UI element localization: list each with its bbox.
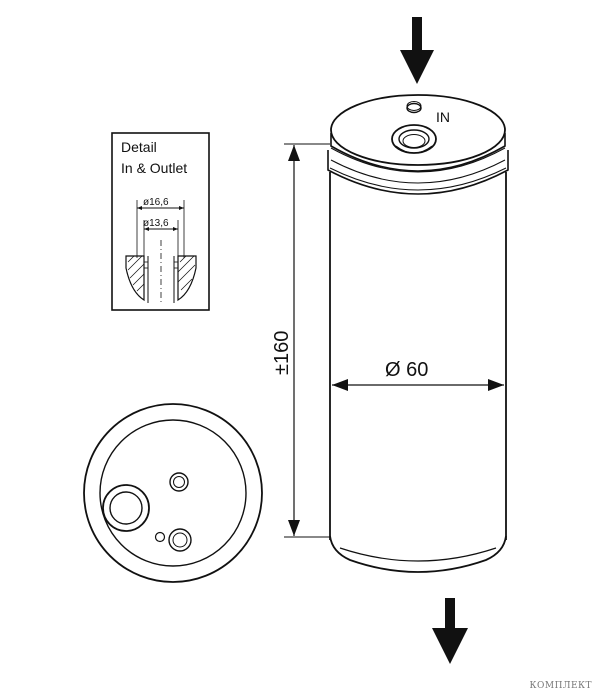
outflow-arrow-icon — [432, 598, 468, 664]
detail-title-line2: In & Outlet — [121, 160, 187, 176]
inlet-label: IN — [436, 109, 450, 125]
diameter-dimension: Ø 60 — [332, 359, 504, 391]
height-label: ±160 — [271, 331, 293, 375]
port-cross-section — [125, 240, 197, 305]
detail-title-line1: Detail — [121, 139, 157, 155]
watermark: КОМПЛЕКТ — [529, 681, 592, 691]
dim-inner-label: ø13,6 — [143, 218, 169, 229]
drier-cylinder — [327, 94, 509, 573]
dim-outer-label: ø16,6 — [143, 197, 169, 208]
height-dimension: ±160 — [271, 143, 330, 538]
diameter-label: Ø 60 — [385, 359, 428, 381]
detail-inset: Detail In & Outlet ø16,6 ø13,6 — [111, 132, 210, 311]
top-view — [83, 403, 263, 583]
inflow-arrow-icon — [400, 17, 434, 84]
